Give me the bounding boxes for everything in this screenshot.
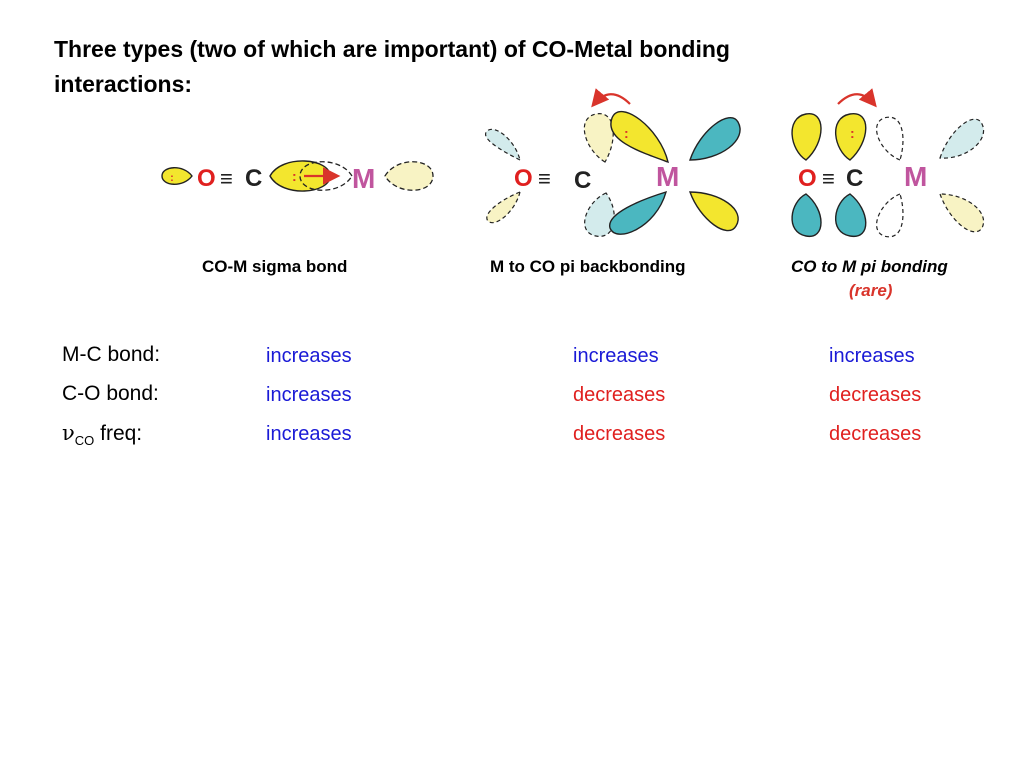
carbon-label-1: C	[245, 165, 262, 192]
metal-d-lobe-upper-right	[689, 117, 741, 161]
slide-title: Three types (two of which are important)…	[54, 32, 954, 102]
co-pi-bonding-cell: decreases	[829, 384, 922, 406]
carbon-label-3: C	[846, 165, 863, 192]
metal-electron-pair: :	[624, 125, 629, 141]
metal-acceptor-lobe-right	[384, 161, 434, 191]
metal-label-3: M	[904, 161, 927, 192]
metal-d-lobe-lower-left	[609, 190, 668, 235]
backdonation-arrow	[591, 88, 631, 108]
oxygen-pi-lobe-upper	[484, 128, 521, 162]
metal-d-lobe-lower-right	[689, 191, 739, 232]
freq-pi-bonding-cell: decreases	[829, 423, 922, 445]
triple-bond-3: ≡	[822, 166, 835, 191]
oxygen-lone-pair: :	[170, 172, 174, 184]
pi-donation-diagram: O ≡ C M :	[791, 88, 985, 238]
title-line-2: interactions:	[54, 71, 193, 97]
nu-symbol: ν	[62, 421, 75, 445]
caption-rare-note: (rare)	[849, 281, 893, 300]
co-backbonding-cell: decreases	[573, 384, 666, 406]
row-label-co-bond: C-O bond:	[62, 382, 159, 405]
metal-label-2: M	[656, 161, 679, 192]
co-sigma-cell: increases	[266, 384, 352, 406]
mc-pi-bonding-cell: increases	[829, 345, 915, 367]
bonding-diagrams: : O ≡ C : M O ≡ C : M	[161, 88, 985, 238]
metal-label-1: M	[352, 163, 375, 194]
freq-backbonding-cell: decreases	[573, 423, 666, 445]
metal-acceptor-dashed-upper-right	[939, 118, 985, 159]
carbon-label-2: C	[574, 167, 591, 194]
row-label-mc-bond: M-C bond:	[62, 343, 161, 366]
sigma-bond-diagram: : O ≡ C : M	[161, 160, 434, 194]
metal-acceptor-dashed-upper-left	[875, 116, 904, 161]
oxygen-pi-donor-lobe-lower	[791, 193, 822, 237]
mc-sigma-cell: increases	[266, 345, 352, 367]
metal-acceptor-dashed-lower-right	[939, 193, 985, 233]
metal-d-lobe-upper-left	[610, 111, 669, 164]
carbon-pistar-lobe-upper	[583, 113, 614, 163]
caption-backbonding: M to CO pi backbonding	[490, 257, 686, 276]
carbon-pi-donor-lobe-upper	[834, 113, 867, 161]
oxygen-pi-donor-lobe-upper	[791, 113, 822, 161]
carbon-electron-pair: :	[850, 125, 855, 141]
row-label-co-frequency: νCO freq:	[62, 421, 143, 448]
oxygen-small-lobe	[161, 167, 193, 185]
triple-bond-2: ≡	[538, 166, 551, 191]
caption-pi-bonding: CO to M pi bonding	[791, 257, 948, 276]
freq-label: freq:	[94, 422, 143, 445]
oxygen-label-2: O	[514, 165, 533, 192]
caption-sigma-bond: CO-M sigma bond	[202, 257, 348, 276]
carbon-pi-donor-lobe-lower	[834, 193, 867, 237]
title-line-1: Three types (two of which are important)…	[54, 36, 730, 62]
freq-sigma-cell: increases	[266, 423, 352, 445]
co-subscript: CO	[74, 433, 95, 448]
oxygen-label-3: O	[798, 165, 817, 192]
oxygen-pi-lobe-lower	[486, 191, 521, 224]
metal-acceptor-lobe-left	[299, 161, 353, 191]
carbon-lone-pair-1: :	[292, 168, 297, 184]
mc-backbonding-cell: increases	[573, 345, 659, 367]
pi-donation-arrow	[837, 88, 877, 108]
oxygen-label-1: O	[197, 165, 216, 192]
triple-bond-1: ≡	[220, 166, 233, 191]
backbonding-diagram: O ≡ C : M	[484, 88, 741, 237]
carbon-pistar-lobe-lower	[584, 192, 615, 237]
metal-acceptor-dashed-lower-left	[875, 193, 904, 238]
